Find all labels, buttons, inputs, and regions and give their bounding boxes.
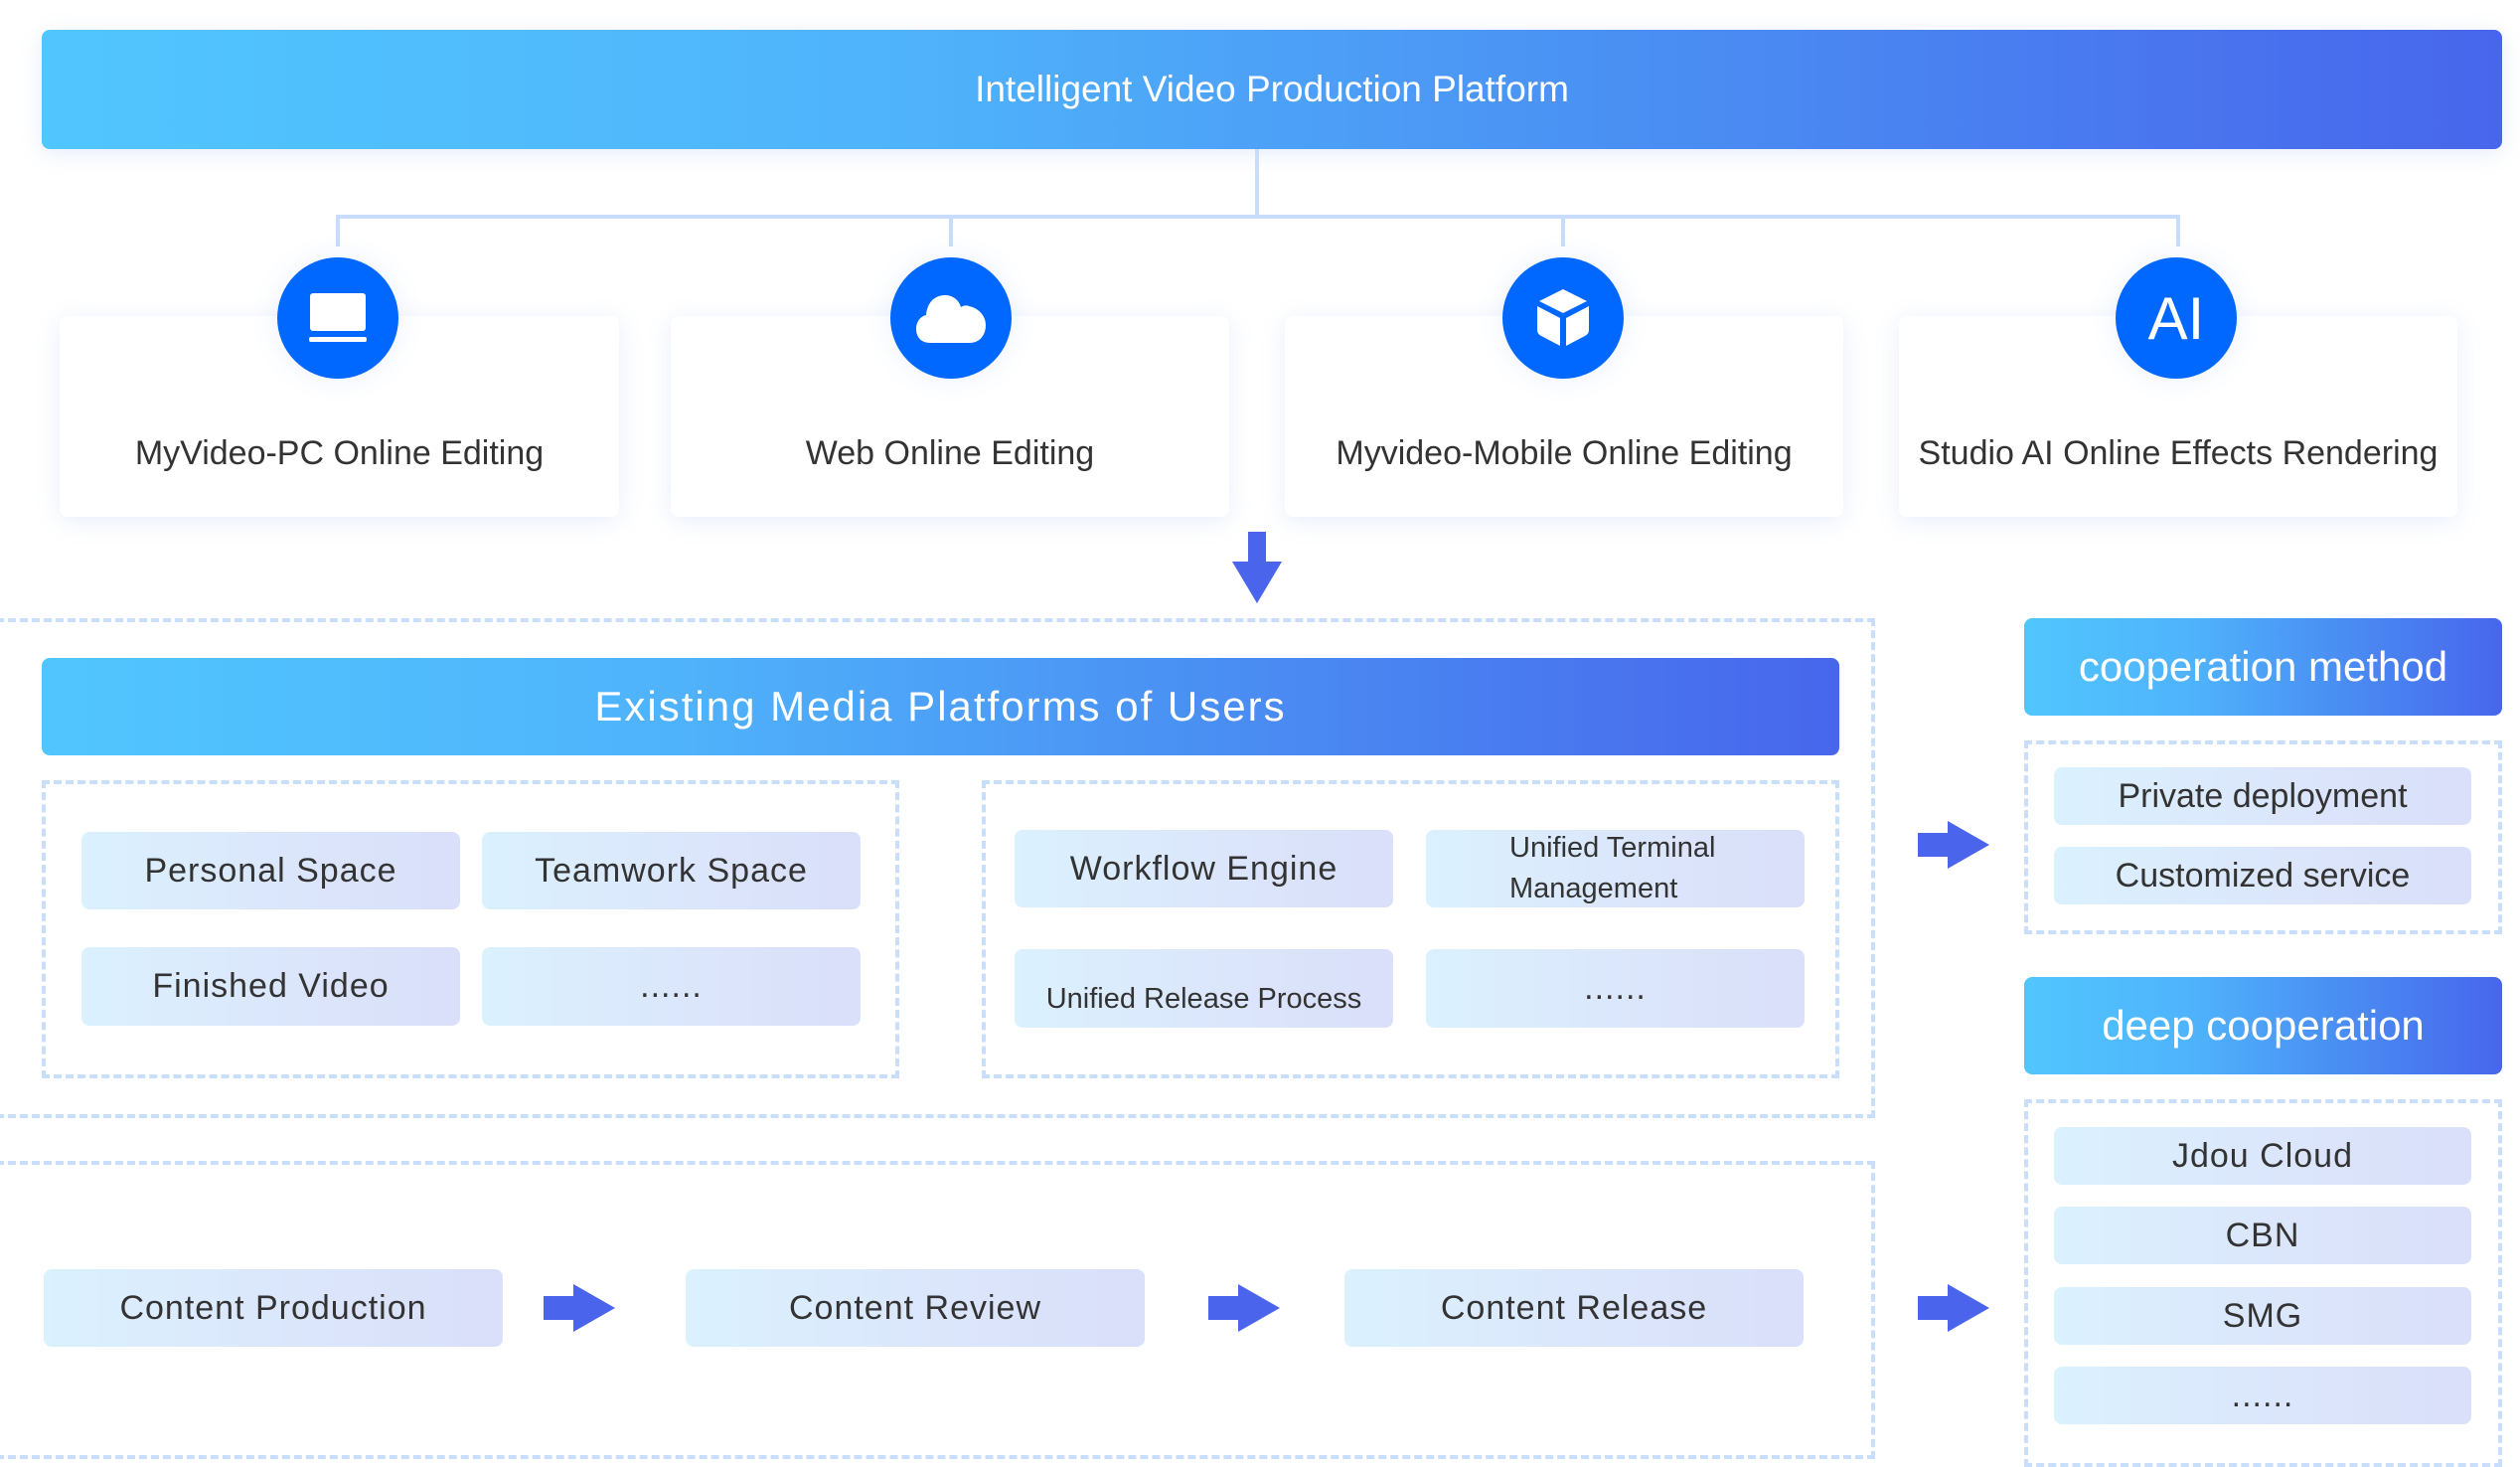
product-label: Studio AI Online Effects Rendering: [1918, 434, 2439, 472]
product-card-ai[interactable]: Studio AI Online Effects Rendering: [1899, 316, 2457, 517]
step-label: Content Production: [119, 1288, 427, 1327]
more-item[interactable]: ......: [2054, 1367, 2471, 1424]
item-label: ......: [1584, 969, 1647, 1007]
media-platforms-container: [0, 618, 1875, 1118]
deep-cooperation-title: deep cooperation: [2102, 1002, 2425, 1049]
arrow-right-icon: [1918, 1284, 1989, 1332]
media-platforms-title: Existing Media Platforms of Users: [594, 683, 1287, 730]
more-item[interactable]: ......: [482, 947, 861, 1026]
workflow-engine-item[interactable]: Workflow Engine: [1015, 830, 1393, 907]
connector-stub: [1561, 215, 1565, 246]
item-label: Unified Terminal Management: [1509, 832, 1716, 904]
step-label: Content Review: [788, 1288, 1041, 1327]
platform-header: Intelligent Video Production Platform: [42, 30, 2502, 149]
item-label: Unified Release Process: [1045, 983, 1362, 1015]
content-release-step[interactable]: Content Release: [1344, 1269, 1804, 1347]
arrow-right-icon: [544, 1284, 615, 1332]
product-label: Myvideo-Mobile Online Editing: [1336, 434, 1793, 472]
content-production-step[interactable]: Content Production: [44, 1269, 503, 1347]
item-label: ......: [2231, 1376, 2294, 1414]
laptop-icon: [277, 257, 398, 379]
cloud-icon: [890, 257, 1012, 379]
item-label: Customized service: [2115, 856, 2411, 895]
connector-stub: [336, 215, 340, 246]
item-label: Jdou Cloud: [2171, 1136, 2353, 1175]
cube-icon: [1502, 257, 1624, 379]
media-platforms-header: Existing Media Platforms of Users: [42, 658, 1839, 755]
product-label: Web Online Editing: [805, 434, 1095, 472]
connector-bus: [336, 215, 2180, 219]
partner-item[interactable]: CBN: [2054, 1207, 2471, 1264]
more-item[interactable]: ......: [1426, 949, 1805, 1028]
unified-release-process-item[interactable]: Unified Release Process: [1015, 949, 1393, 1028]
personal-space-item[interactable]: Personal Space: [81, 832, 460, 909]
cooperation-method-title: cooperation method: [2078, 643, 2448, 690]
item-label: Private deployment: [2118, 776, 2408, 815]
connector-stub: [949, 215, 953, 246]
partner-item[interactable]: SMG: [2054, 1287, 2471, 1345]
connector-trunk: [1255, 149, 1259, 219]
cooperation-method-group: [2024, 740, 2502, 934]
product-card-web[interactable]: Web Online Editing: [671, 316, 1229, 517]
connector-stub: [2176, 215, 2180, 246]
unified-terminal-management-item[interactable]: Unified Terminal Management: [1426, 830, 1805, 907]
item-label: SMG: [2222, 1296, 2303, 1335]
finished-video-item[interactable]: Finished Video: [81, 947, 460, 1026]
item-label: ......: [640, 967, 703, 1005]
item-label: Personal Space: [144, 851, 397, 890]
ai-icon-text: AI: [2147, 284, 2205, 352]
customized-service-item[interactable]: Customized service: [2054, 847, 2471, 904]
content-review-step[interactable]: Content Review: [686, 1269, 1145, 1347]
ai-icon: AI: [2116, 257, 2237, 379]
cooperation-method-header: cooperation method: [2024, 618, 2502, 716]
private-deployment-item[interactable]: Private deployment: [2054, 767, 2471, 825]
user-space-group: [42, 780, 899, 1078]
item-label: Finished Video: [152, 967, 390, 1005]
product-label: MyVideo-PC Online Editing: [134, 434, 545, 472]
arrow-right-icon: [1918, 821, 1989, 869]
item-label: CBN: [2225, 1216, 2300, 1254]
arrow-right-icon: [1208, 1284, 1280, 1332]
arrow-down-icon: [1232, 532, 1282, 603]
teamwork-space-item[interactable]: Teamwork Space: [482, 832, 861, 909]
item-label: Workflow Engine: [1069, 849, 1339, 888]
workflow-group: [982, 780, 1839, 1078]
deep-cooperation-header: deep cooperation: [2024, 977, 2502, 1074]
platform-title: Intelligent Video Production Platform: [975, 69, 1569, 109]
item-label: Teamwork Space: [535, 851, 808, 890]
partner-item[interactable]: Jdou Cloud: [2054, 1127, 2471, 1185]
step-label: Content Release: [1440, 1288, 1708, 1327]
